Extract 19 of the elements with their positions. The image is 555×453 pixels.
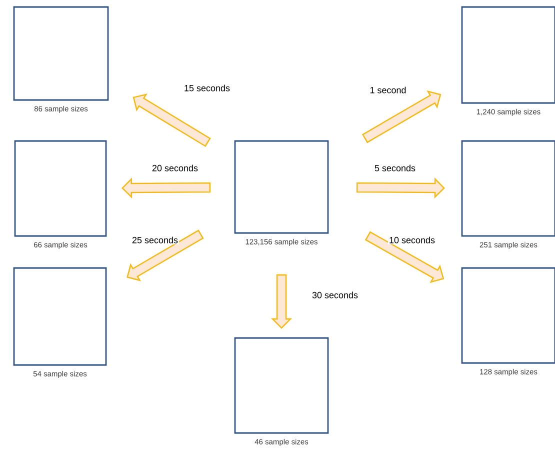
block-arrow: [270, 274, 292, 329]
sample-box: [234, 140, 329, 234]
edge-label: 10 seconds: [388, 236, 436, 244]
sample-box: [461, 267, 555, 364]
edge-label: 20 seconds: [151, 164, 200, 172]
edge-label: 30 seconds: [310, 290, 360, 300]
sample-box: [13, 267, 107, 366]
sample-box: [13, 6, 109, 101]
block-arrow: [356, 177, 445, 199]
block-arrow: [126, 230, 204, 282]
edge-label: 25 seconds: [131, 236, 180, 244]
sample-box: [461, 6, 555, 104]
sample-box: [14, 140, 107, 237]
block-arrow: [121, 177, 211, 199]
edge-label: 5 seconds: [373, 164, 417, 172]
sample-box: [461, 140, 555, 237]
sample-box: [234, 337, 329, 434]
edge-label: 1 second: [368, 86, 408, 94]
edge-label: 15 seconds: [182, 84, 232, 92]
